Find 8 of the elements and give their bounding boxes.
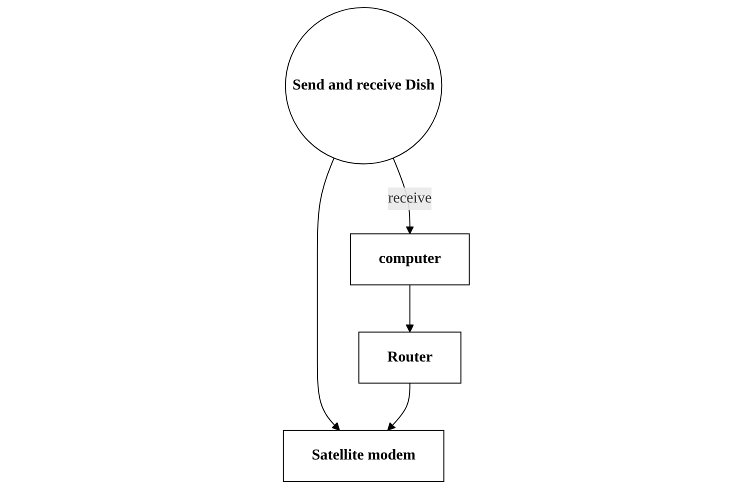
node-box: Router — [358, 332, 462, 384]
node-circle: Send and receive Dish — [284, 7, 442, 164]
arrow — [405, 284, 414, 332]
edge-label: receive — [388, 190, 432, 206]
node-box: computer — [350, 233, 470, 286]
arrow — [316, 158, 340, 431]
arrow — [386, 382, 410, 431]
node-box: Satellite modem — [282, 430, 444, 482]
